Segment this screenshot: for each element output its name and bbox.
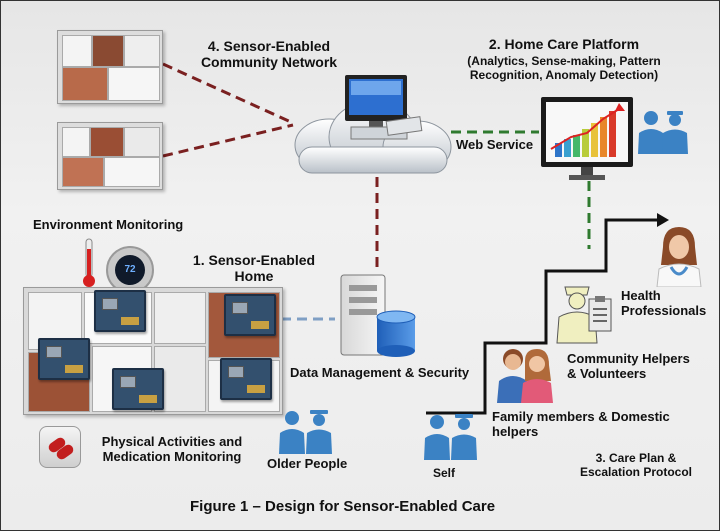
older-people-label: Older People — [267, 456, 348, 471]
family-icon — [497, 349, 553, 403]
thermostat-reading: 72 — [115, 255, 145, 285]
community-network-label: 4. Sensor-Enabled Community Network — [200, 38, 338, 71]
home-care-platform-detail: (Analytics, Sense-making, Pattern Recogn… — [467, 54, 661, 82]
home-care-platform-title: 2. Home Care Platform — [488, 36, 640, 52]
people-icon — [424, 414, 477, 460]
floorplan-image — [57, 30, 163, 104]
server-database-icon — [340, 274, 416, 357]
family-members-label: Family members & Domestic helpers — [492, 409, 670, 439]
cloud-computer-icon — [294, 75, 452, 174]
community-link-lower — [162, 123, 294, 158]
care-plan-label: 3. Care Plan & Escalation Protocol — [579, 451, 693, 479]
staircase-line — [426, 218, 657, 415]
analytics-monitor-icon — [541, 97, 633, 180]
home-floorplan-image — [23, 287, 283, 415]
health-professionals-label: Health Professionals — [621, 288, 707, 318]
self-label: Self — [433, 466, 456, 480]
pills-icon — [39, 426, 81, 468]
floorplan-image — [57, 122, 163, 190]
thermostat-icon: 72 — [106, 246, 154, 294]
web-service-label: Web Service — [456, 137, 534, 152]
staircase-arrow — [657, 213, 669, 227]
community-helpers-label: Community Helpers & Volunteers — [567, 351, 690, 381]
thermometer-icon — [83, 238, 95, 287]
data-management-label: Data Management & Security — [290, 365, 470, 380]
doctor-icon — [656, 227, 702, 287]
nurse-icon — [556, 286, 612, 344]
community-link-upper — [162, 62, 294, 125]
people-icon — [279, 410, 332, 454]
people-icon — [638, 111, 688, 154]
environment-monitoring-label: Environment Monitoring — [33, 217, 184, 232]
sensor-enabled-home-label: 1. Sensor-Enabled Home — [192, 252, 316, 285]
physical-activities-label: Physical Activities and Medication Monit… — [101, 434, 243, 464]
figure-caption: Figure 1 – Design for Sensor-Enabled Car… — [190, 498, 496, 515]
